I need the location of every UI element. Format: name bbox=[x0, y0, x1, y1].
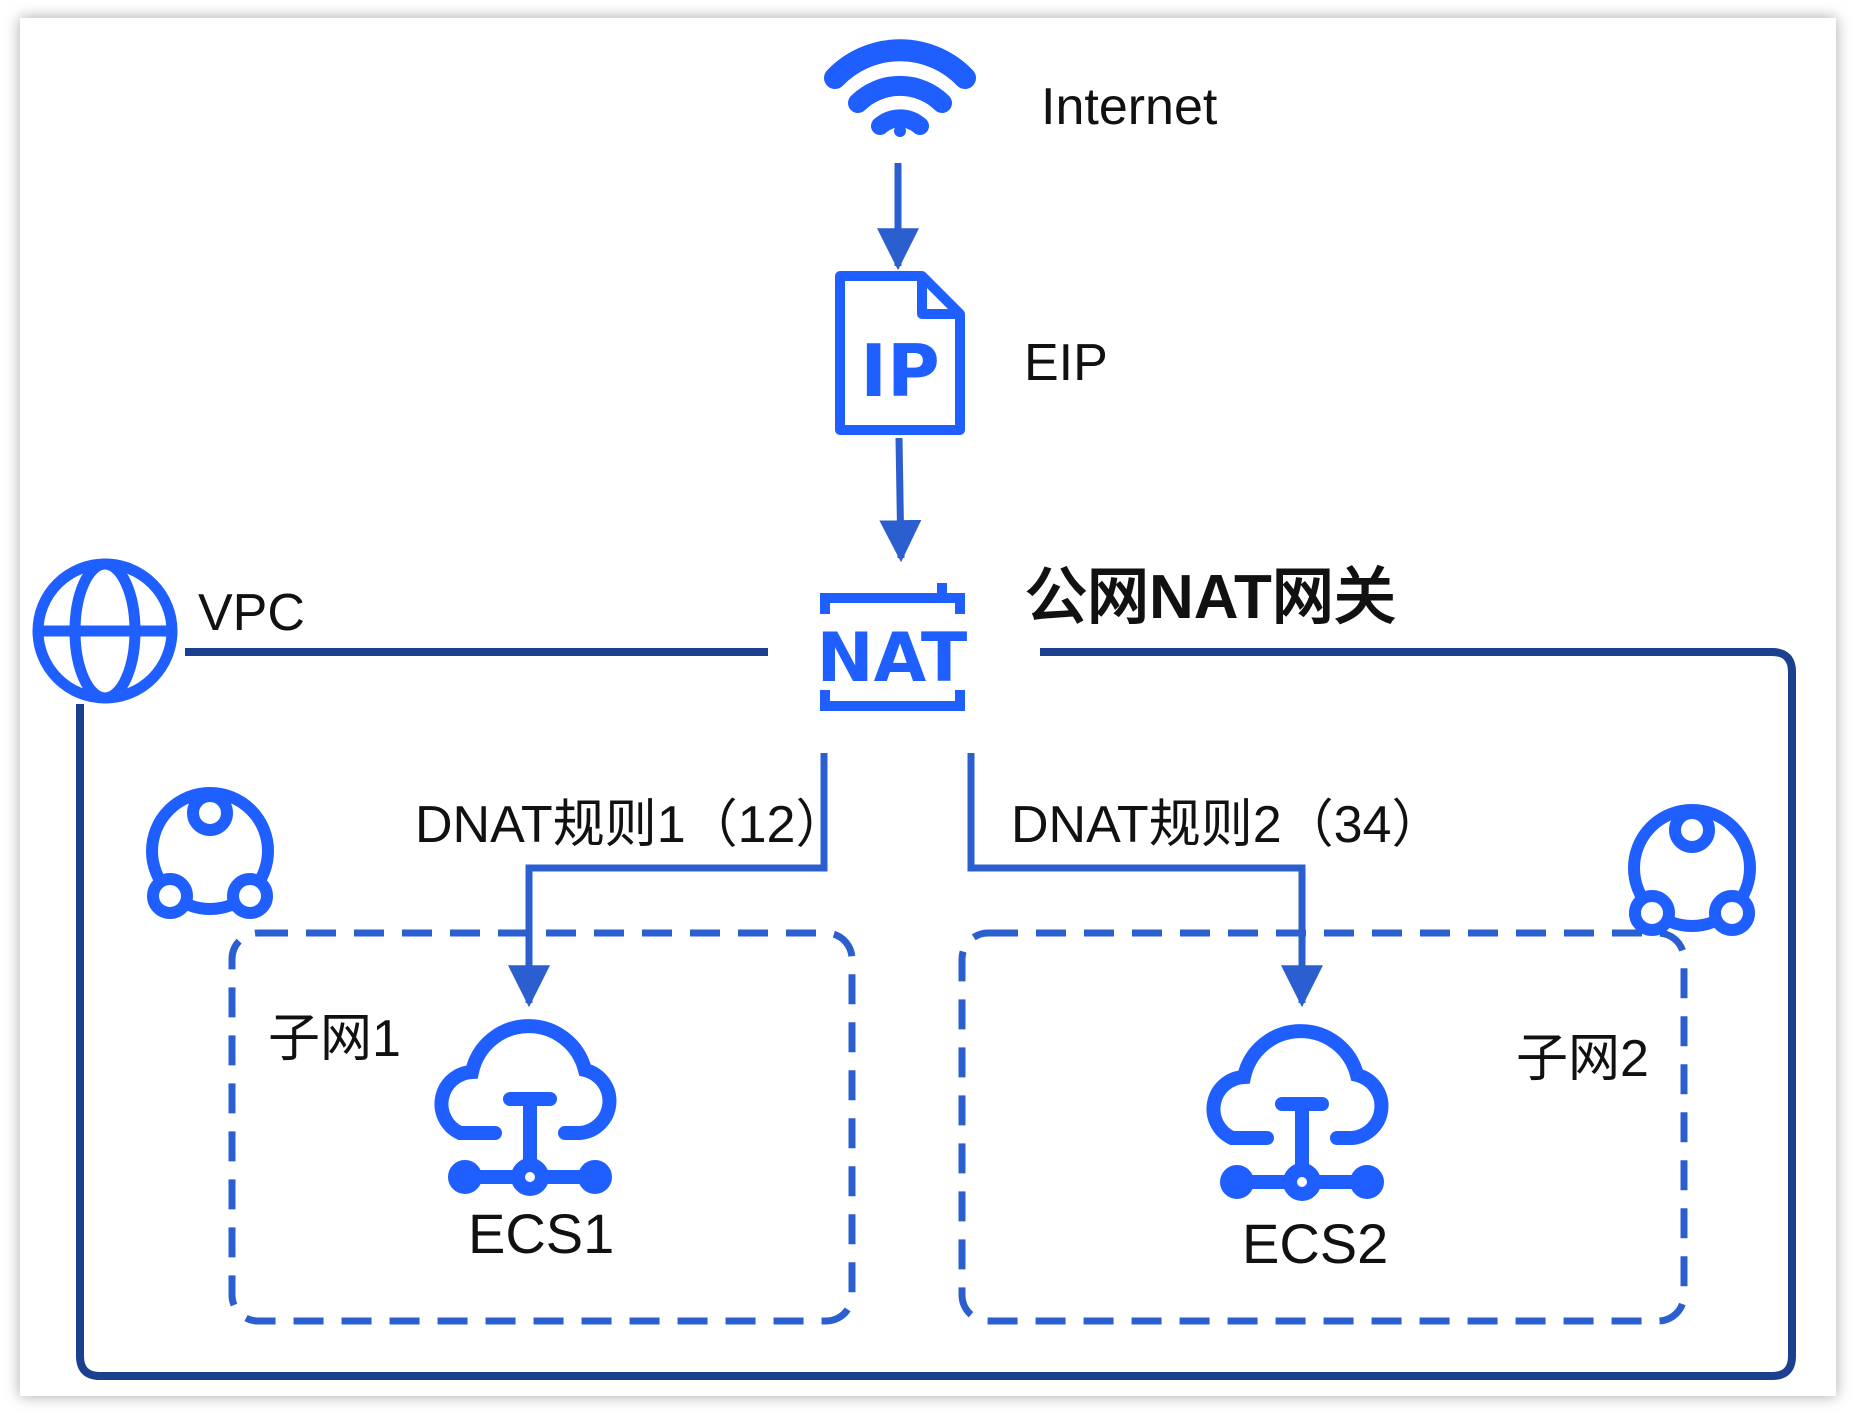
diagram-frame: IP NAT bbox=[20, 18, 1836, 1396]
edge-nat-to-ecs2 bbox=[967, 753, 1323, 1008]
dnat-rule-1-label: DNAT规则1（12） bbox=[415, 796, 847, 854]
vpc-container bbox=[76, 648, 1796, 1380]
dnat-rule-2-label: DNAT规则2（34） bbox=[1011, 796, 1443, 854]
ecs1-cloud-server-icon bbox=[434, 1019, 617, 1196]
subnet1-box bbox=[228, 929, 856, 1325]
edge-nat-to-ecs1 bbox=[508, 753, 828, 1008]
subnet2-label: 子网2 bbox=[1516, 1030, 1649, 1088]
subnet2-box bbox=[958, 929, 1688, 1325]
ecs2-cloud-server-icon bbox=[1206, 1024, 1389, 1201]
eip-icon-text: IP bbox=[860, 329, 940, 413]
wifi-icon bbox=[824, 39, 976, 137]
ip-document-icon: IP bbox=[835, 271, 965, 435]
nat-gateway-icon: NAT bbox=[817, 583, 968, 711]
subnet1-label: 子网1 bbox=[268, 1010, 401, 1068]
diagram-canvas: IP NAT bbox=[32, 39, 1796, 1380]
ecs1-label: ECS1 bbox=[468, 1202, 614, 1265]
edge-eip-to-nat bbox=[879, 437, 922, 563]
subnet1-network-icon bbox=[146, 787, 274, 919]
globe-icon bbox=[32, 558, 178, 704]
eip-label: EIP bbox=[1024, 334, 1108, 392]
nat-icon-text: NAT bbox=[817, 619, 968, 698]
subnet2-network-icon bbox=[1628, 804, 1756, 936]
internet-label: Internet bbox=[1041, 78, 1218, 136]
nat-gateway-label: 公网NAT网关 bbox=[1025, 563, 1396, 632]
ecs2-label: ECS2 bbox=[1242, 1212, 1388, 1275]
vpc-label: VPC bbox=[198, 584, 305, 642]
